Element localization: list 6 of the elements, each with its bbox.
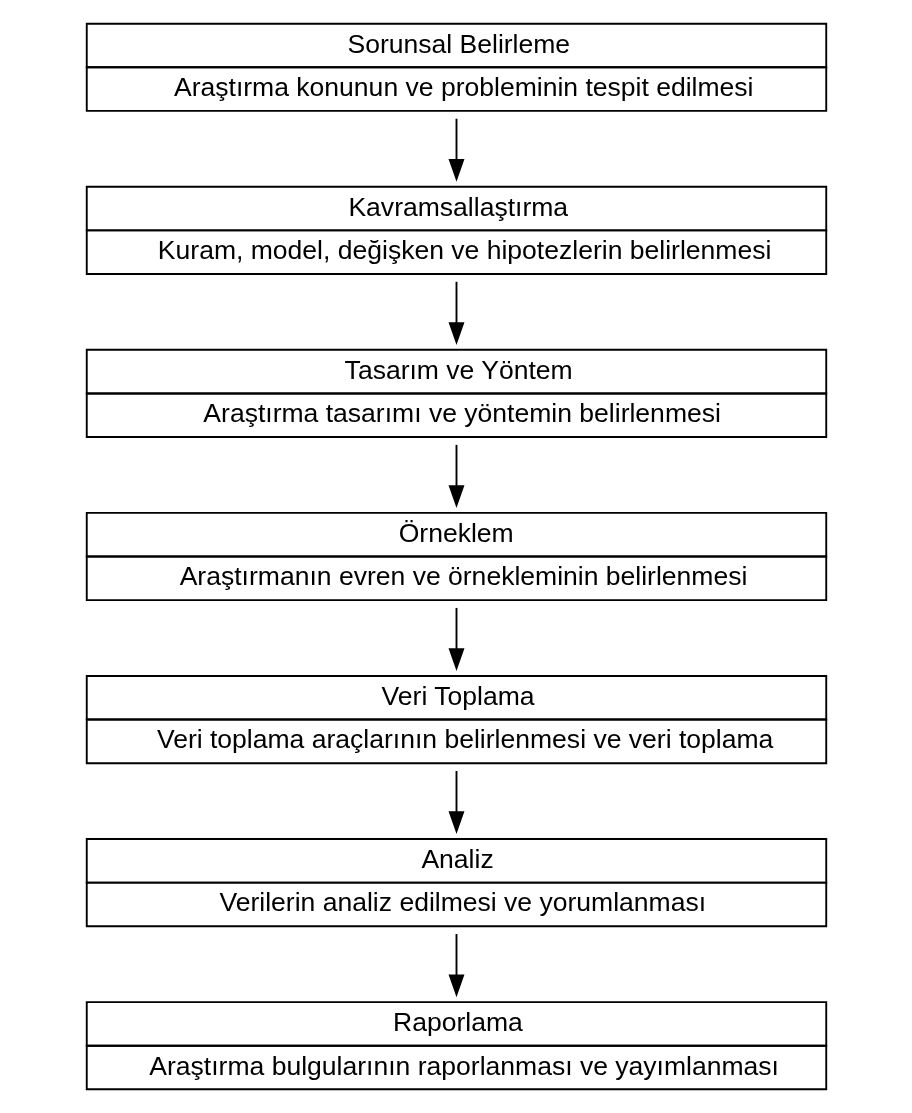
arrow: [448, 770, 464, 835]
arrow: [448, 117, 464, 182]
arrow: [448, 280, 464, 345]
arrow: [448, 443, 464, 508]
arrow: [448, 606, 464, 672]
arrow: [448, 933, 464, 998]
